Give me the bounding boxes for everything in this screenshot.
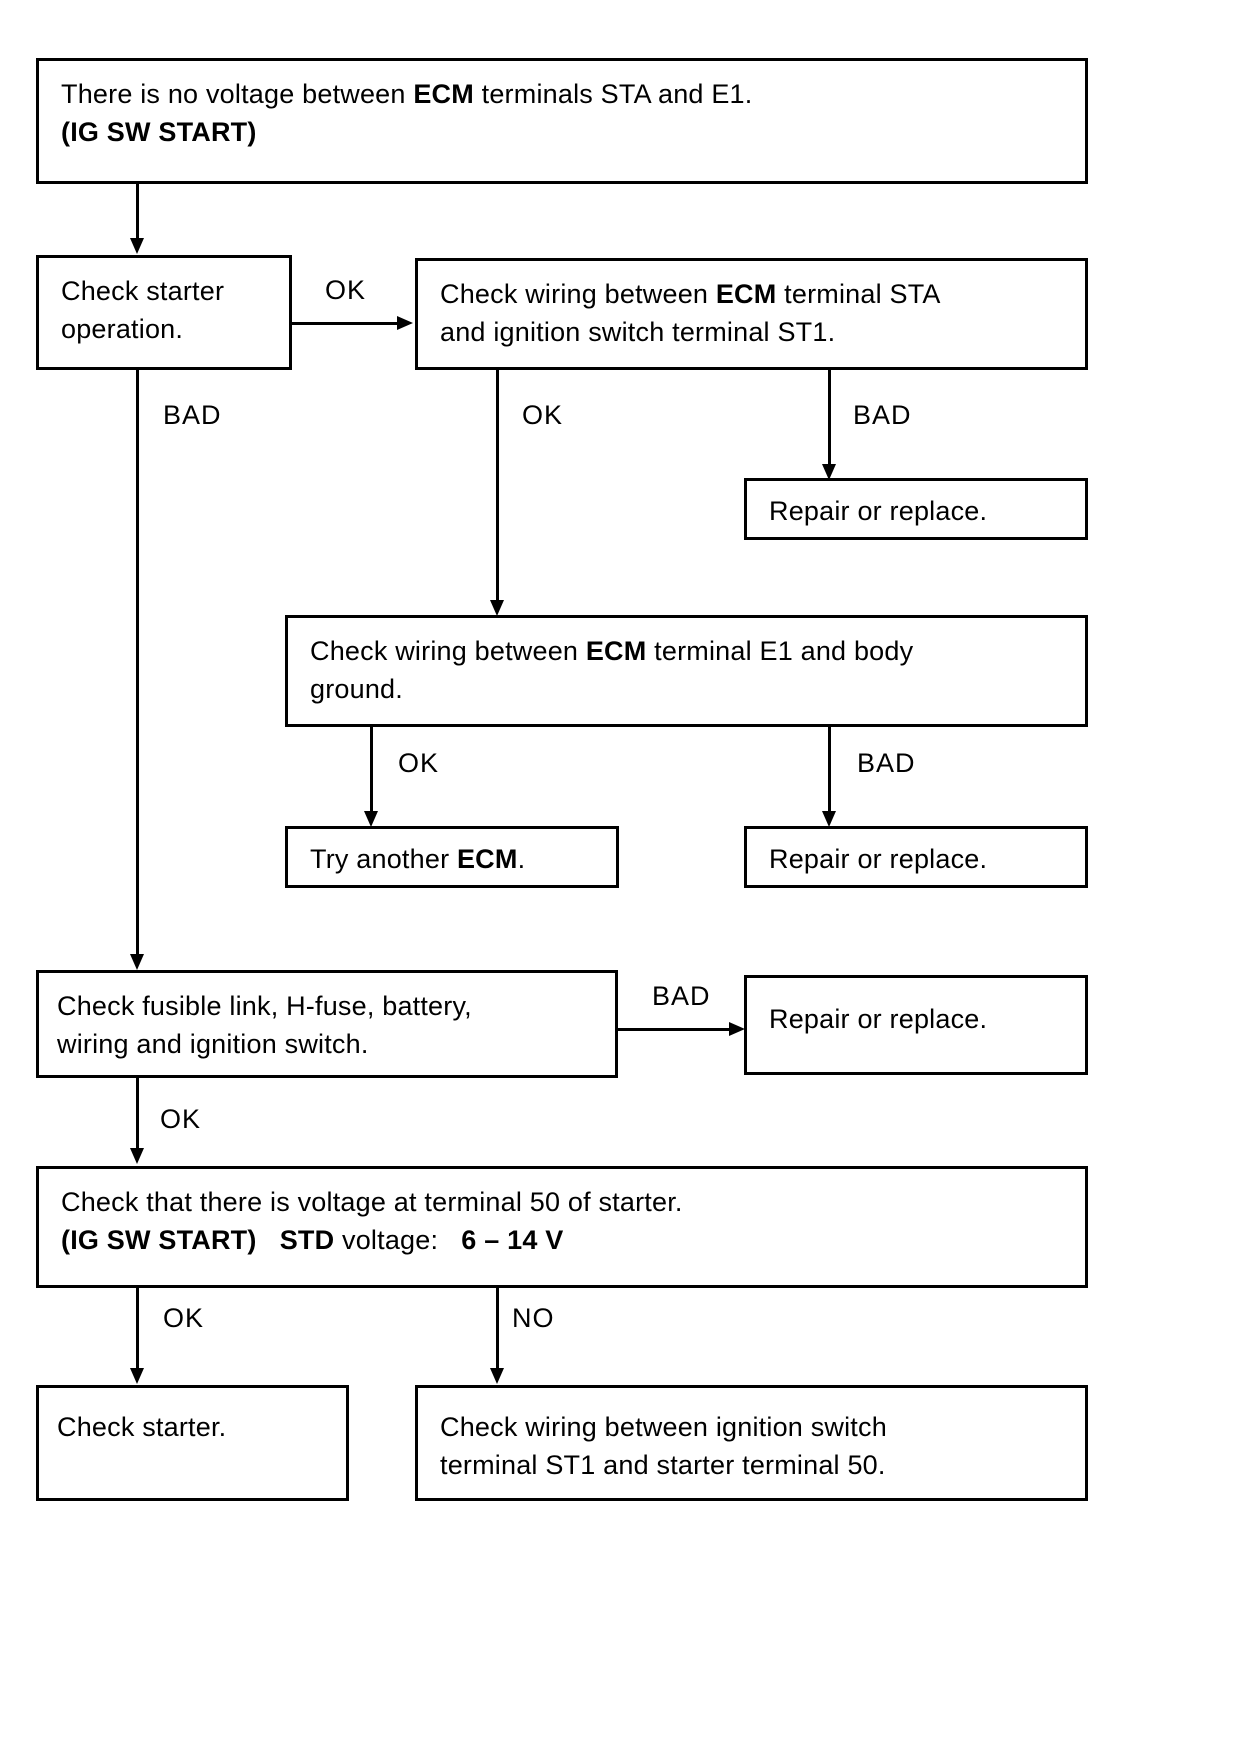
node-check-starter-operation: Check starter operation. bbox=[36, 255, 292, 370]
arrow-start-to-check-starter-operation bbox=[130, 238, 144, 254]
connector-ok-voltage-50 bbox=[136, 1288, 139, 1370]
edge-label-no-voltage-50: NO bbox=[512, 1303, 555, 1333]
connector-bad-fusible-link bbox=[618, 1028, 730, 1031]
arrow-ok-wiring-sta bbox=[490, 600, 504, 616]
node-repair-or-replace-3-line-1: Repair or replace. bbox=[769, 1004, 988, 1034]
connector-bad-wiring-e1 bbox=[828, 727, 831, 813]
node-check-wiring-e1-ground-line-2: ground. bbox=[310, 674, 403, 705]
node-check-wiring-sta-st1: Check wiring between ECM terminal STA an… bbox=[415, 258, 1088, 370]
node-try-another-ecm: Try another ECM. bbox=[285, 826, 619, 888]
node-check-wiring-e1-ground: Check wiring between ECM terminal E1 and… bbox=[285, 615, 1088, 727]
node-check-starter-operation-line-1: Check starter bbox=[61, 276, 225, 306]
node-repair-or-replace-3: Repair or replace. bbox=[744, 975, 1088, 1075]
connector-ok-wiring-e1 bbox=[370, 727, 373, 813]
arrow-ok-fusible-link bbox=[130, 1148, 144, 1164]
arrow-no-voltage-50 bbox=[490, 1368, 504, 1384]
edge-label-bad-fusible-link: BAD bbox=[652, 981, 711, 1011]
node-try-another-ecm-line-1: Try another ECM. bbox=[310, 844, 526, 874]
arrow-bad-fusible-link bbox=[729, 1022, 745, 1036]
arrow-ok-wiring-e1 bbox=[364, 811, 378, 827]
edge-label-ok-wiring-e1: OK bbox=[398, 748, 440, 778]
node-check-wiring-sta-st1-line-1: Check wiring between ECM terminal STA bbox=[440, 279, 941, 309]
node-check-wiring-sta-st1-line-2: and ignition switch terminal ST1. bbox=[440, 317, 836, 348]
node-check-starter: Check starter. bbox=[36, 1385, 349, 1501]
node-check-fusible-link-line-2: wiring and ignition switch. bbox=[57, 1029, 369, 1060]
connector-no-voltage-50 bbox=[496, 1288, 499, 1370]
connector-bad-wiring-sta bbox=[828, 370, 831, 466]
arrow-bad-wiring-sta bbox=[822, 464, 836, 480]
edge-label-ok-fusible-link: OK bbox=[160, 1104, 202, 1134]
node-check-wiring-st1-starter-50-line-1: Check wiring between ignition switch bbox=[440, 1412, 887, 1442]
edge-label-ok-wiring-sta: OK bbox=[522, 400, 564, 430]
node-start-line-2: (IG SW START) bbox=[61, 117, 257, 148]
node-start: There is no voltage between ECM terminal… bbox=[36, 58, 1088, 184]
connector-ok-starter-operation bbox=[292, 322, 398, 325]
edge-label-bad-wiring-e1: BAD bbox=[857, 748, 916, 778]
node-check-wiring-st1-starter-50: Check wiring between ignition switch ter… bbox=[415, 1385, 1088, 1501]
node-repair-or-replace-1-line-1: Repair or replace. bbox=[769, 496, 988, 526]
node-check-voltage-terminal-50: Check that there is voltage at terminal … bbox=[36, 1166, 1088, 1288]
node-check-fusible-link-line-1: Check fusible link, H-fuse, battery, bbox=[57, 991, 472, 1021]
edge-label-bad-starter-operation: BAD bbox=[163, 400, 222, 430]
node-check-wiring-st1-starter-50-line-2: terminal ST1 and starter terminal 50. bbox=[440, 1450, 886, 1481]
connector-bad-starter-operation bbox=[136, 370, 139, 956]
node-repair-or-replace-2-line-1: Repair or replace. bbox=[769, 844, 988, 874]
arrow-ok-starter-operation bbox=[397, 316, 413, 330]
arrow-ok-voltage-50 bbox=[130, 1368, 144, 1384]
arrow-bad-wiring-e1 bbox=[822, 811, 836, 827]
node-check-voltage-terminal-50-line-2: (IG SW START) STD voltage: 6 – 14 V bbox=[61, 1225, 564, 1256]
node-repair-or-replace-2: Repair or replace. bbox=[744, 826, 1088, 888]
node-check-wiring-e1-ground-line-1: Check wiring between ECM terminal E1 and… bbox=[310, 636, 914, 666]
connector-ok-fusible-link bbox=[136, 1078, 139, 1150]
node-repair-or-replace-1: Repair or replace. bbox=[744, 478, 1088, 540]
node-check-fusible-link: Check fusible link, H-fuse, battery, wir… bbox=[36, 970, 618, 1078]
edge-label-bad-wiring-sta: BAD bbox=[853, 400, 912, 430]
arrow-bad-starter-operation bbox=[130, 954, 144, 970]
edge-label-ok-voltage-50: OK bbox=[163, 1303, 205, 1333]
node-check-starter-operation-line-2: operation. bbox=[61, 314, 184, 345]
node-start-line-1: There is no voltage between ECM terminal… bbox=[61, 79, 753, 109]
connector-ok-wiring-sta bbox=[496, 370, 499, 602]
node-check-starter-line-1: Check starter. bbox=[57, 1412, 227, 1442]
edge-label-ok-starter-operation: OK bbox=[325, 275, 367, 305]
node-check-voltage-terminal-50-line-1: Check that there is voltage at terminal … bbox=[61, 1187, 683, 1217]
connector-start-to-check-starter-operation bbox=[136, 184, 139, 240]
